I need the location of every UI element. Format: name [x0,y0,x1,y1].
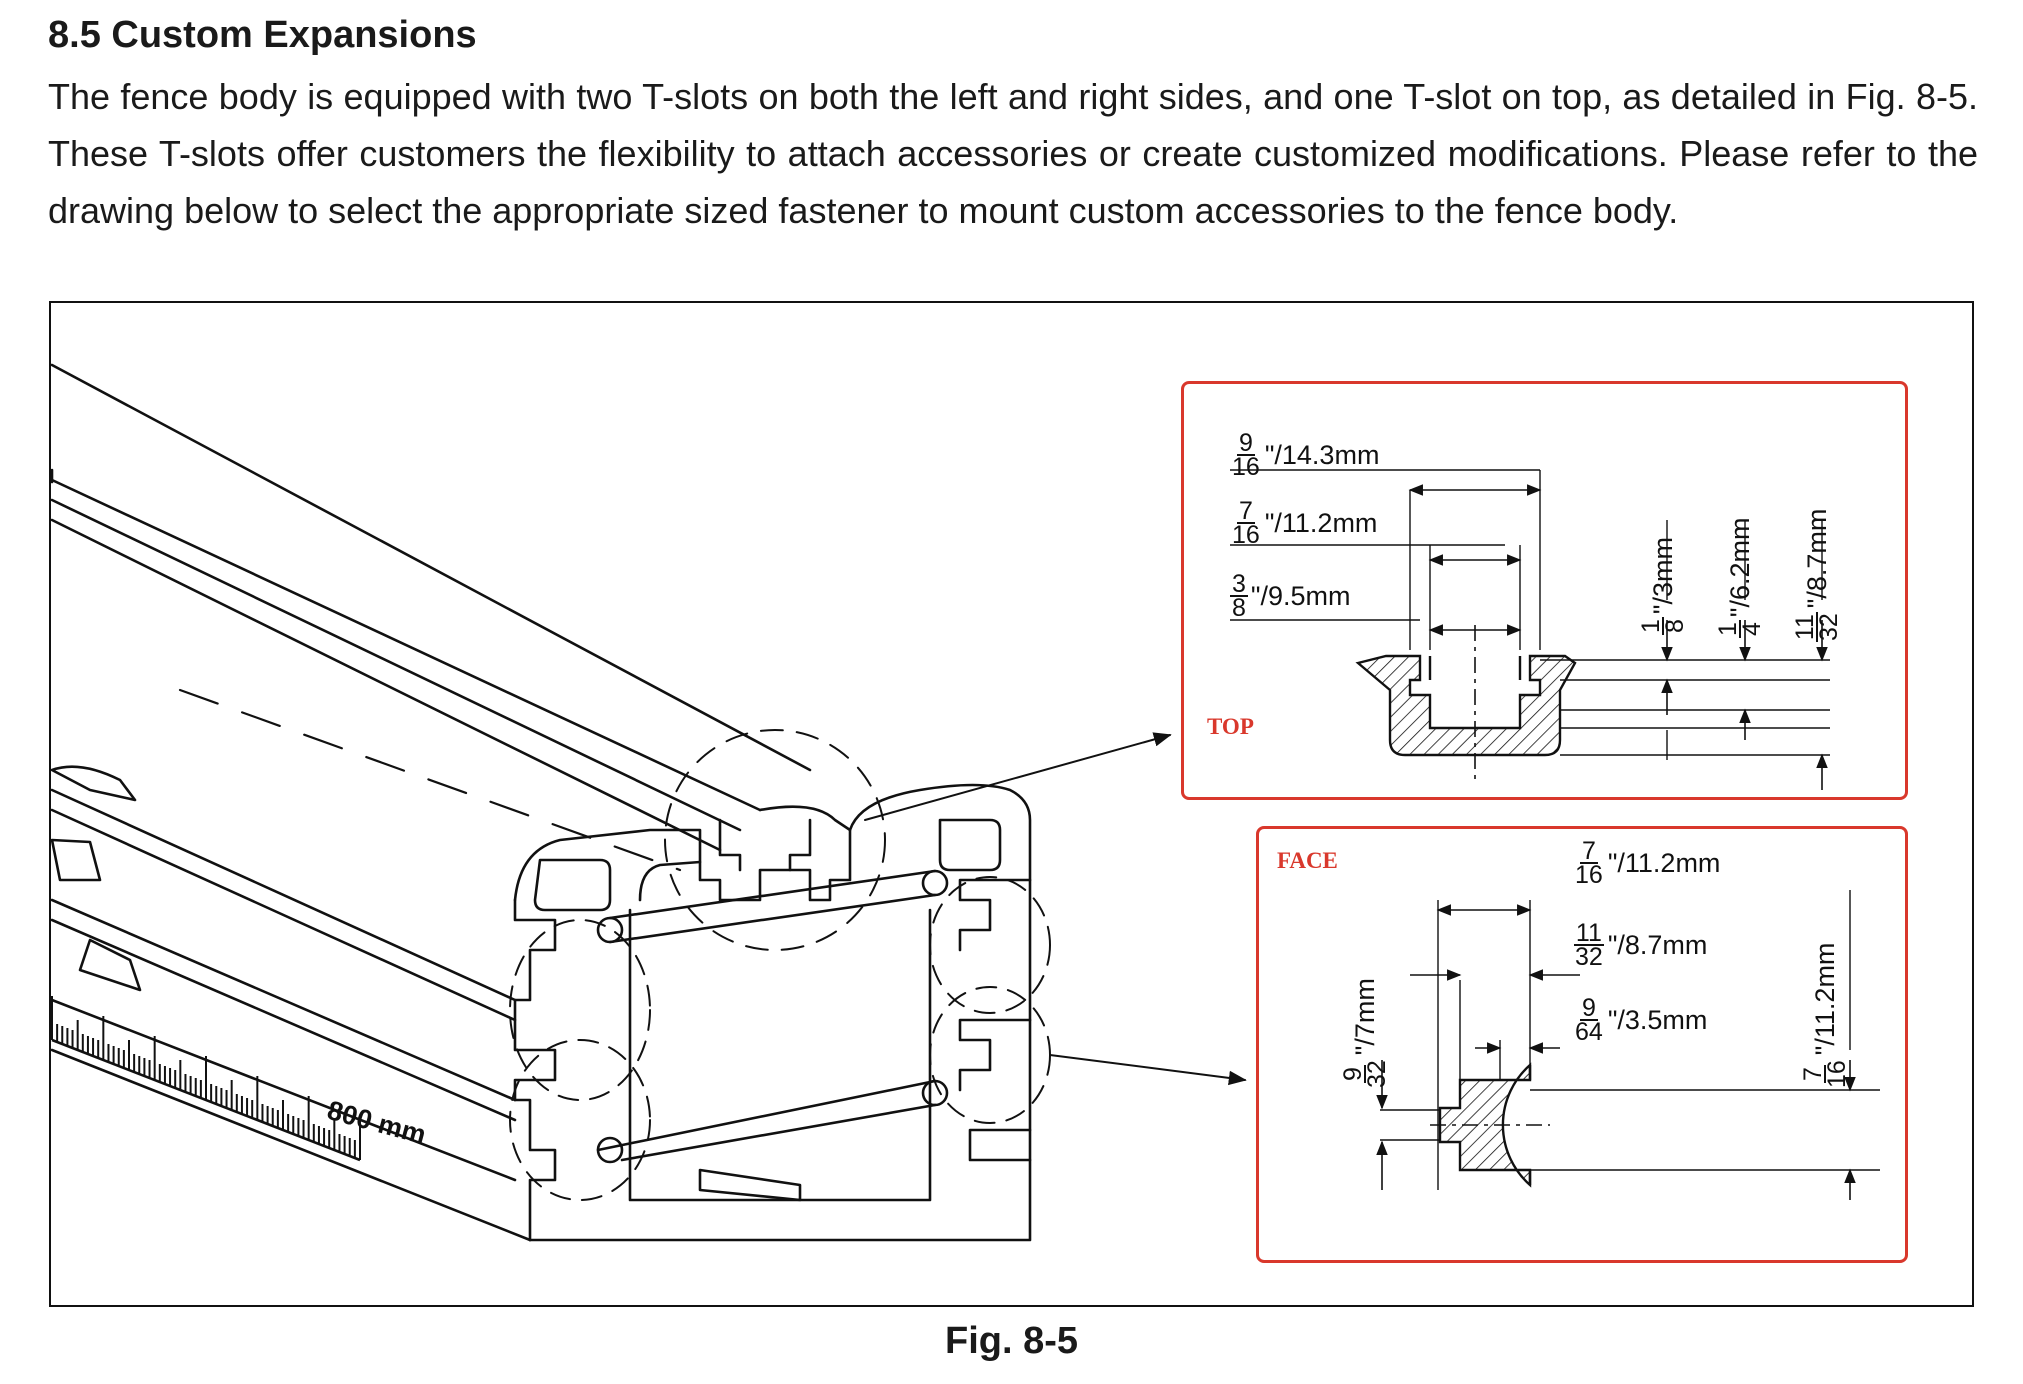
face-detail-inset [1256,826,1908,1263]
figure-frame [49,301,1974,1307]
figure-caption: Fig. 8-5 [944,1320,1079,1362]
face-slot-section [1376,890,1880,1200]
ruler-ticks [51,996,361,1162]
top-edge [50,363,812,772]
face-detail-label: FACE [1277,848,1338,873]
top-detail-label: TOP [1207,714,1254,739]
section-body: The fence body is equipped with two T-sl… [48,76,1978,231]
section-heading: 8.5 Custom Expansions [48,14,477,56]
top-slot-section [1230,469,1830,790]
top-detail-inset [1181,381,1908,800]
